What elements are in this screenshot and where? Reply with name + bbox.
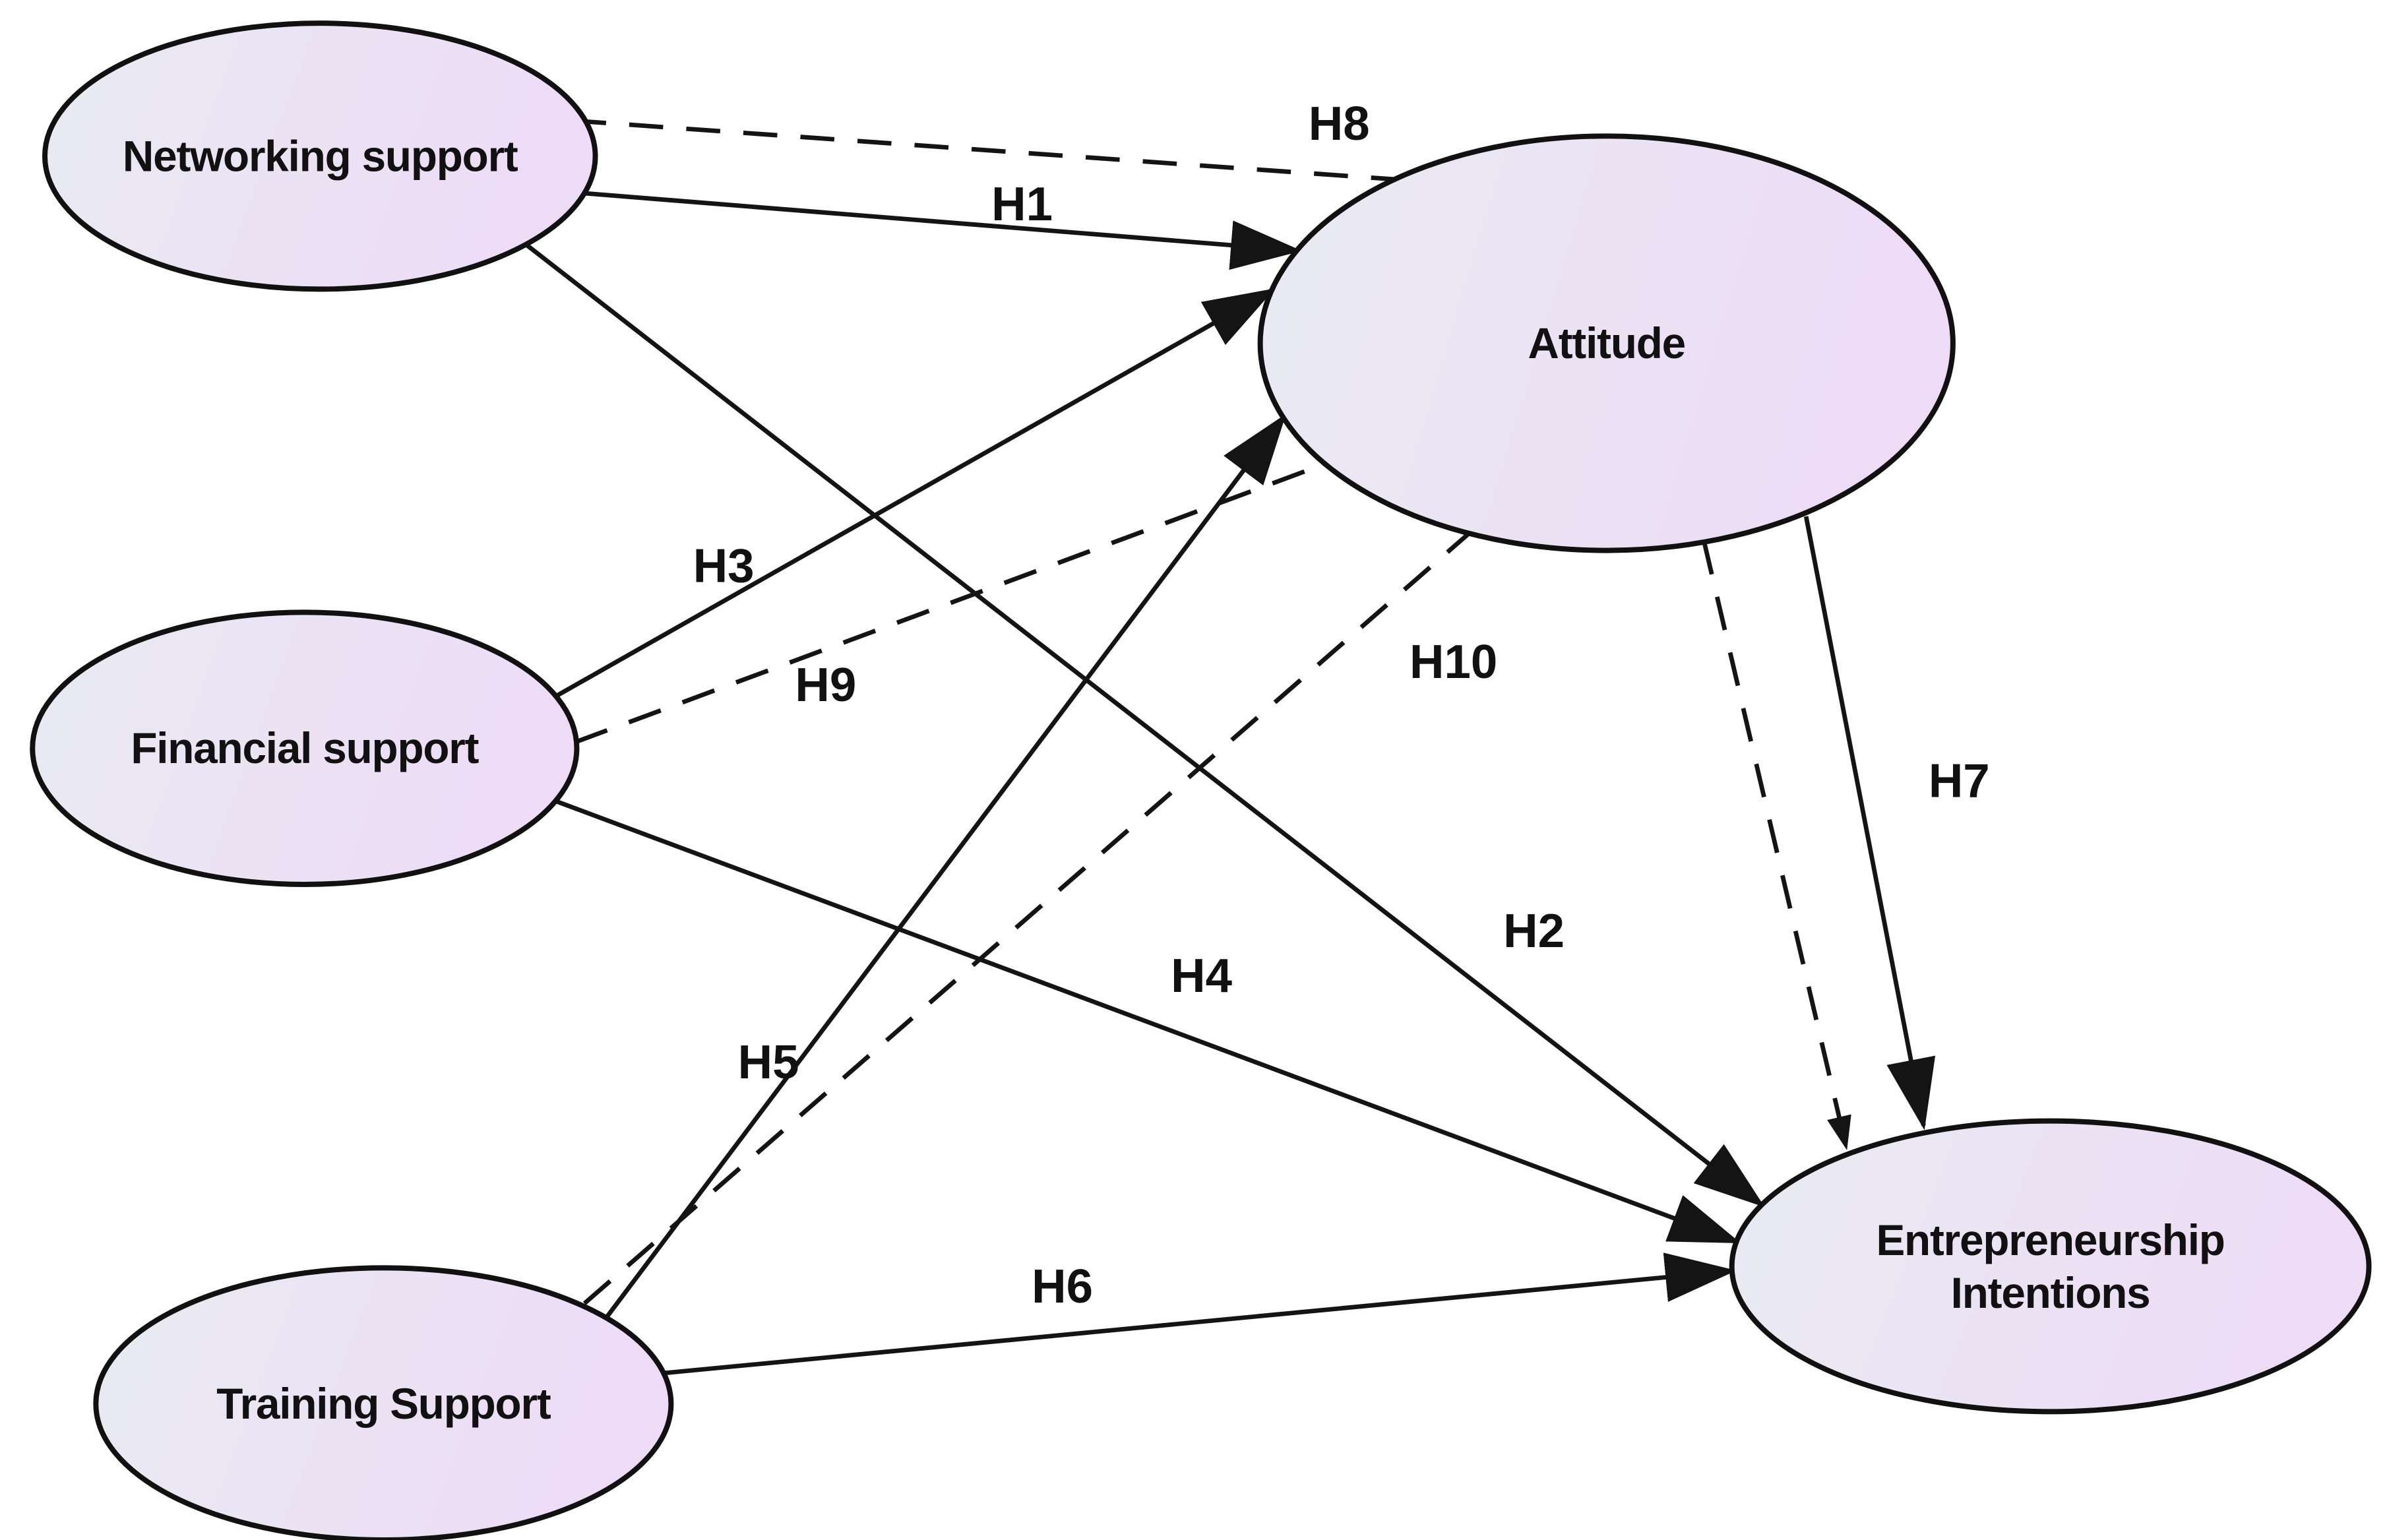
node-label-networking-support: Networking support <box>123 132 518 180</box>
edge-label-h3: H3 <box>693 539 755 593</box>
node-label-training-support: Training Support <box>216 1380 551 1428</box>
edge-h5 <box>601 414 1287 1324</box>
edge-h10 <box>582 532 1471 1305</box>
edge-label-h7: H7 <box>1929 754 1990 807</box>
edge-h8 <box>572 118 1395 182</box>
node-attitude: Attitude <box>1257 133 1956 553</box>
edge-label-h2: H2 <box>1503 904 1565 958</box>
edge-h7 <box>1803 516 1936 1130</box>
edge-h3 <box>555 288 1276 698</box>
node-financial-support: Financial support <box>30 609 580 887</box>
edge-h2 <box>524 242 1765 1208</box>
edge-label-h4: H4 <box>1171 949 1232 1002</box>
node-ellipse-training-support <box>93 1265 674 1540</box>
node-label-attitude: Attitude <box>1528 319 1685 367</box>
edge-label-h8: H8 <box>1309 97 1370 150</box>
edge-label-h5: H5 <box>738 1035 799 1089</box>
node-networking-support: Networking support <box>42 20 598 292</box>
edge-h9 <box>574 462 1326 745</box>
node-ellipse-attitude <box>1257 133 1956 553</box>
edge-label-h6: H6 <box>1032 1260 1093 1313</box>
node-label-financial-support: Financial support <box>131 724 479 772</box>
node-training-support: Training Support <box>93 1265 674 1540</box>
edge-h4 <box>554 799 1741 1244</box>
node-ellipse-financial-support <box>30 609 580 887</box>
edge-h1 <box>584 191 1302 270</box>
edge-label-h10: H10 <box>1410 635 1497 689</box>
node-ellipse-entrepreneurship-intentions <box>1729 1118 2372 1415</box>
node-ellipse-networking-support <box>42 20 598 292</box>
edge-h6 <box>664 1252 1737 1376</box>
edge-label-h1: H1 <box>991 177 1053 231</box>
edges-layer <box>524 118 1936 1376</box>
edge-attitude-mediation <box>1702 540 1851 1151</box>
edge-label-h9: H9 <box>795 658 856 712</box>
